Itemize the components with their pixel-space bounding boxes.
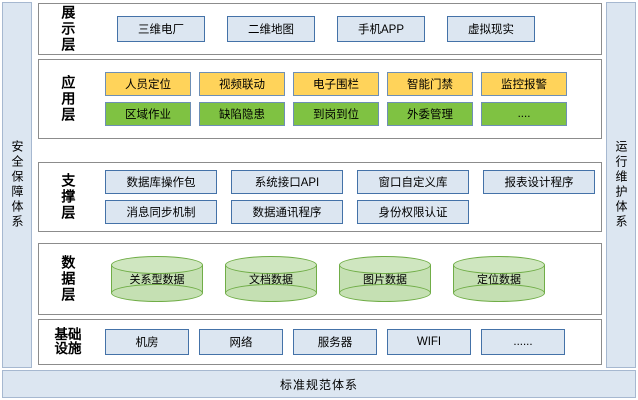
node-server[interactable]: 服务器	[293, 329, 377, 355]
layer-support-row-1: 数据库操作包 系统接口API 窗口自定义库 报表设计程序	[97, 170, 595, 194]
layer-infrastructure-body: 机房 网络 服务器 WIFI ......	[97, 325, 601, 359]
layer-support-label: 支撑层	[60, 173, 77, 221]
layer-infrastructure-row-1: 机房 网络 服务器 WIFI ......	[97, 329, 595, 355]
node-report-design-program[interactable]: 报表设计程序	[483, 170, 595, 194]
node-outsourcing-management[interactable]: 外委管理	[387, 102, 473, 126]
standards-specification-label: 标准规范体系	[279, 377, 358, 392]
node-defect-hazard[interactable]: 缺陷隐患	[199, 102, 285, 126]
node-wifi[interactable]: WIFI	[387, 329, 471, 355]
cylinder-image-data[interactable]: 图片数据	[339, 256, 431, 302]
standards-specification-bar: 标准规范体系	[2, 370, 636, 398]
layer-infrastructure: 基础 设施 机房 网络 服务器 WIFI ......	[38, 319, 602, 365]
layer-application-body: 人员定位 视频联动 电子围栏 智能门禁 监控报警 区域作业 缺陷隐患 到岗到位 …	[97, 68, 601, 130]
cylinder-bottom	[339, 284, 431, 302]
layer-presentation-row-1: 三维电厂 二维地图 手机APP 虚拟现实	[97, 16, 595, 42]
cylinder-positioning-data[interactable]: 定位数据	[453, 256, 545, 302]
cylinder-relational-data[interactable]: 关系型数据	[111, 256, 203, 302]
security-assurance-band: 安全保障体系	[2, 2, 32, 368]
node-electronic-fence[interactable]: 电子围栏	[293, 72, 379, 96]
security-assurance-label: 安全保障体系	[10, 140, 24, 230]
node-mobile-app[interactable]: 手机APP	[337, 16, 425, 42]
node-video-linkage[interactable]: 视频联动	[199, 72, 285, 96]
node-area-operation[interactable]: 区域作业	[105, 102, 191, 126]
node-infrastructure-more[interactable]: ......	[481, 329, 565, 355]
cylinder-bottom	[111, 284, 203, 302]
cylinder-top	[225, 256, 317, 274]
layer-data-body: 关系型数据 文档数据 图片数据 定	[97, 252, 601, 306]
node-machine-room[interactable]: 机房	[105, 329, 189, 355]
node-virtual-reality[interactable]: 虚拟现实	[447, 16, 535, 42]
layer-application-label: 应用层	[60, 75, 77, 123]
layer-presentation: 展示层 三维电厂 二维地图 手机APP 虚拟现实	[38, 3, 602, 55]
node-window-custom-library[interactable]: 窗口自定义库	[357, 170, 469, 194]
cylinder-top	[339, 256, 431, 274]
cylinder-bottom	[453, 284, 545, 302]
cylinder-top	[111, 256, 203, 274]
layer-data: 数据层 关系型数据 文档数据	[38, 243, 602, 315]
cylinder-label: 关系型数据	[129, 274, 185, 286]
layer-support-row-2: 消息同步机制 数据通讯程序 身份权限认证	[97, 200, 595, 224]
layer-application-row-1: 人员定位 视频联动 电子围栏 智能门禁 监控报警	[97, 72, 595, 96]
node-on-duty-in-place[interactable]: 到岗到位	[293, 102, 379, 126]
node-identity-authorization[interactable]: 身份权限认证	[357, 200, 469, 224]
layer-infrastructure-label-line2: 设施	[54, 341, 82, 356]
cylinder-label: 定位数据	[477, 274, 521, 286]
layer-data-row-1: 关系型数据 文档数据 图片数据 定	[97, 256, 595, 302]
node-personnel-positioning[interactable]: 人员定位	[105, 72, 191, 96]
layer-infrastructure-label-line1: 基础	[54, 326, 82, 342]
node-3d-plant[interactable]: 三维电厂	[117, 16, 205, 42]
node-smart-access-control[interactable]: 智能门禁	[387, 72, 473, 96]
node-network[interactable]: 网络	[199, 329, 283, 355]
cylinder-top	[453, 256, 545, 274]
layer-application: 应用层 人员定位 视频联动 电子围栏 智能门禁 监控报警 区域作业 缺陷隐患 到…	[38, 59, 602, 139]
node-database-operation-package[interactable]: 数据库操作包	[105, 170, 217, 194]
layer-infrastructure-label: 基础 设施	[39, 326, 97, 356]
node-message-sync-mechanism[interactable]: 消息同步机制	[105, 200, 217, 224]
node-data-communication-program[interactable]: 数据通讯程序	[231, 200, 343, 224]
layer-data-label: 数据层	[60, 255, 77, 303]
operations-maintenance-band: 运行维护体系	[606, 2, 636, 368]
layer-presentation-body: 三维电厂 二维地图 手机APP 虚拟现实	[97, 12, 601, 46]
cylinder-label: 图片数据	[363, 274, 407, 286]
layer-presentation-label: 展示层	[60, 5, 77, 53]
cylinder-bottom	[225, 284, 317, 302]
node-monitoring-alarm[interactable]: 监控报警	[481, 72, 567, 96]
node-system-interface-api[interactable]: 系统接口API	[231, 170, 343, 194]
cylinder-document-data[interactable]: 文档数据	[225, 256, 317, 302]
node-application-more[interactable]: ....	[481, 102, 567, 126]
layer-application-row-2: 区域作业 缺陷隐患 到岗到位 外委管理 ....	[97, 102, 595, 126]
layer-support: 支撑层 数据库操作包 系统接口API 窗口自定义库 报表设计程序 消息同步机制 …	[38, 162, 602, 232]
node-2d-map[interactable]: 二维地图	[227, 16, 315, 42]
layer-support-body: 数据库操作包 系统接口API 窗口自定义库 报表设计程序 消息同步机制 数据通讯…	[97, 166, 601, 228]
cylinder-label: 文档数据	[249, 274, 293, 286]
operations-maintenance-label: 运行维护体系	[614, 140, 628, 230]
